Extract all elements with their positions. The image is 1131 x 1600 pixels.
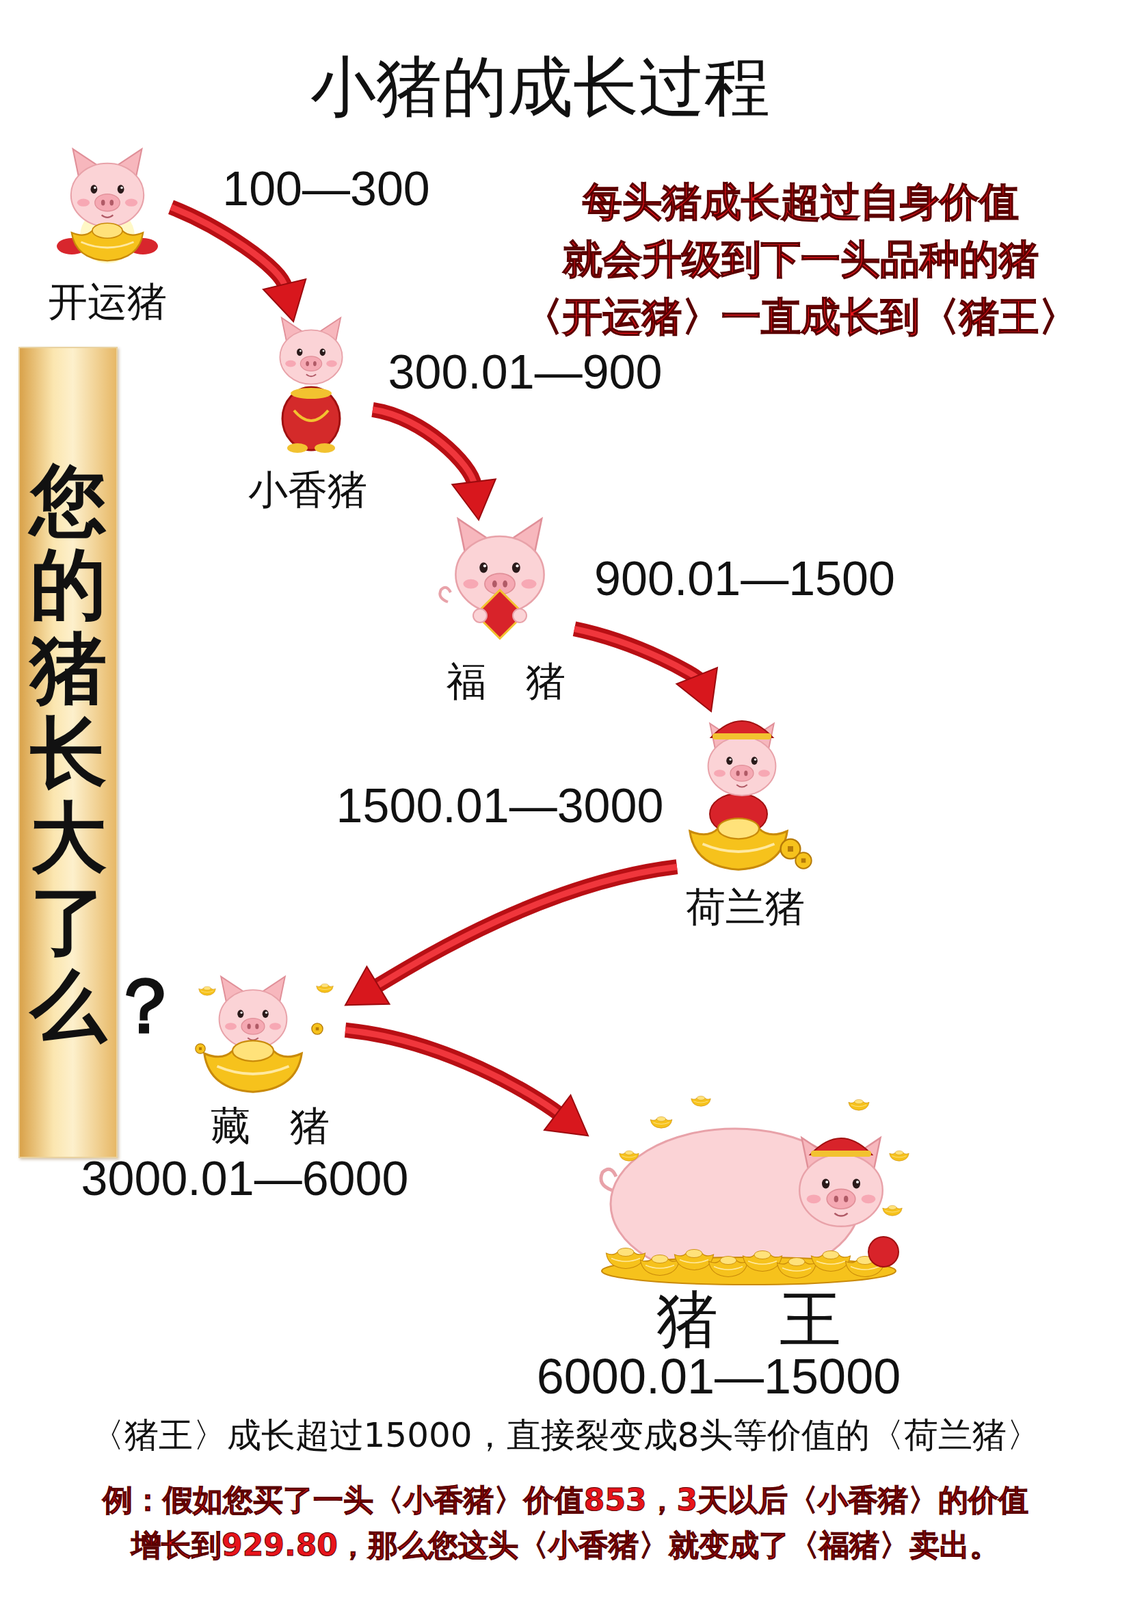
pig-king-picture (601, 1095, 909, 1285)
arrow-shaft (170, 207, 286, 288)
arrow-shaft (376, 866, 677, 987)
blessing-pig-picture (439, 518, 544, 638)
pig-stage: 猪 王6000.01—15000 (588, 1087, 910, 1354)
growth-arrow (170, 207, 306, 322)
arrow-shine (170, 207, 286, 288)
pig-name: 荷兰猪 (685, 884, 805, 930)
arrow-head (451, 478, 496, 520)
pig-name: 猪 王 (656, 1283, 842, 1355)
arrow-shaft (372, 409, 475, 485)
growth-arrow (574, 628, 718, 712)
pig-stage: 藏 猪3000.01—6000 (194, 970, 346, 1149)
pig-stage: 小香猪300.01—900 (242, 321, 373, 513)
pig-name: 福 猪 (446, 658, 566, 705)
slogan-band: 您的猪长大了么？ (18, 346, 118, 1158)
fragrant-pig-picture (279, 317, 342, 453)
arrow-shine (574, 628, 699, 678)
arrow-shine (376, 866, 677, 987)
pig-name: 小香猪 (248, 467, 368, 513)
value-range: 6000.01—15000 (536, 1346, 901, 1406)
growth-arrow (345, 866, 677, 1005)
arrow-shaft (345, 1029, 560, 1114)
arrow-head (544, 1094, 589, 1136)
value-range: 900.01—1500 (594, 549, 896, 608)
slogan-text: 您的猪长大了么？ (30, 457, 107, 1047)
value-range: 100—300 (222, 160, 431, 218)
value-range: 1500.01—3000 (336, 776, 664, 835)
treasure-pig-picture (195, 976, 334, 1093)
dutch-pig-picture (689, 720, 812, 870)
pig-stage: 开运猪100—300 (43, 143, 171, 325)
arrow-head (263, 278, 306, 322)
arrow-head (345, 966, 390, 1005)
growth-arrow (345, 1029, 589, 1136)
arrow-head (676, 667, 717, 712)
pig-name: 藏 猪 (210, 1102, 330, 1149)
growth-arrow (372, 409, 496, 520)
pig-stage: 福 猪900.01—1500 (437, 519, 575, 705)
diagram-title: 小猪的成长过程 (0, 47, 1081, 127)
arrow-shine (372, 409, 475, 485)
arrow-shine (345, 1029, 560, 1114)
value-range: 300.01—900 (388, 343, 663, 401)
pig-stage: 荷兰猪1500.01—3000 (676, 711, 814, 930)
rule-note: 每头猪成长超过自身价值 就会升级到下一头品种的猪 〈开运猪〉一直成长到〈猪王〉 (493, 173, 1109, 346)
example-note: 例：假如您买了一头〈小香猪〉价值853，3天以后〈小香猪〉的价值 增长到929.… (32, 1477, 1099, 1568)
value-range: 3000.01—6000 (81, 1149, 409, 1207)
arrow-shaft (574, 628, 699, 678)
split-note: 〈猪王〉成长超过15000，直接裂变成8头等价值的〈荷兰猪〉 (0, 1414, 1131, 1456)
lucky-pig-picture (56, 149, 158, 264)
pig-name: 开运猪 (47, 278, 167, 325)
